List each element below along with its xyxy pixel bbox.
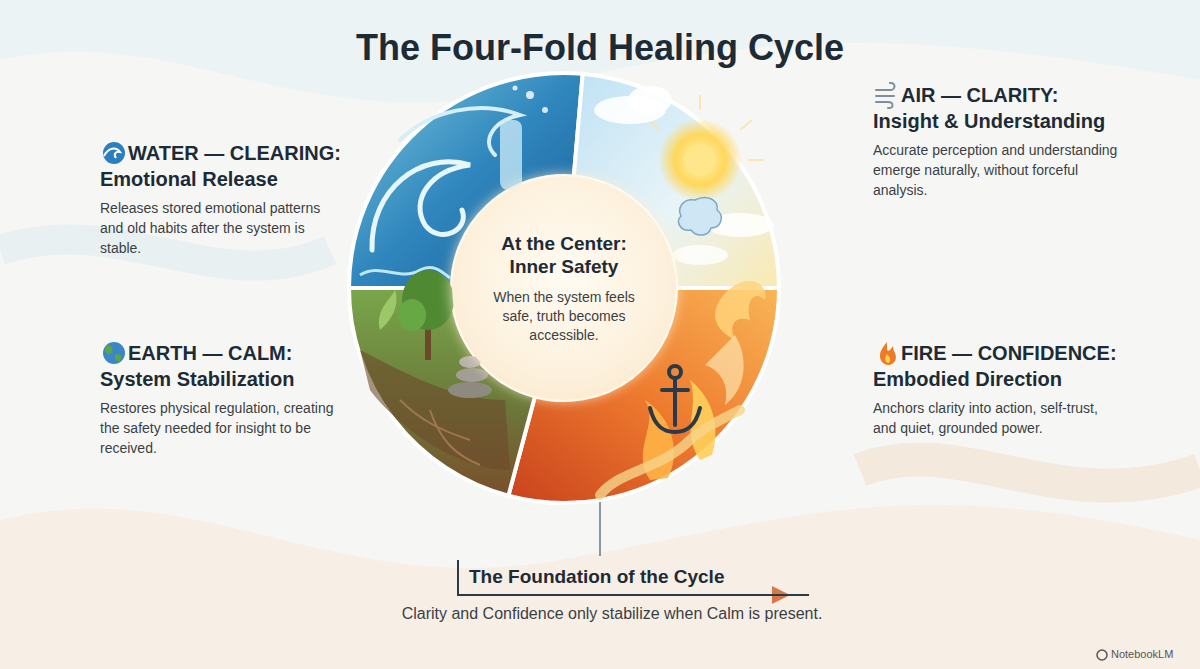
- node-body: Clarity and Confidence only stabilize wh…: [402, 604, 823, 624]
- element-subheading: Emotional Release: [100, 166, 278, 192]
- diagram-title: The Four-Fold Healing Cycle: [0, 26, 1200, 70]
- watermark: NotebookLM: [1111, 648, 1173, 660]
- node-body: When the system feels safe, truth become…: [485, 288, 643, 345]
- element-description: Restores physical regulation, creating t…: [100, 398, 335, 458]
- element-heading: AIR — CLARITY:: [901, 82, 1058, 108]
- element-subheading: Insight & Understanding: [873, 108, 1105, 134]
- element-description: Anchors clarity into action, self-trust,…: [873, 398, 1123, 438]
- element-heading: WATER — CLEARING:: [128, 140, 341, 166]
- center-circle: At the Center: Inner SafetyWhen the syst…: [452, 176, 676, 400]
- node-heading: At the Center: Inner Safety: [484, 232, 644, 278]
- foundation-bracket: The Foundation of the CycleClarity and C…: [457, 560, 809, 596]
- element-subheading: Embodied Direction: [873, 366, 1062, 392]
- element-description: Releases stored emotional patterns and o…: [100, 198, 335, 258]
- element-heading: EARTH — CALM:: [128, 340, 292, 366]
- element-heading: FIRE — CONFIDENCE:: [901, 340, 1117, 366]
- element-description: Accurate perception and understanding em…: [873, 140, 1135, 200]
- node-heading: The Foundation of the Cycle: [459, 560, 809, 589]
- element-subheading: System Stabilization: [100, 366, 295, 392]
